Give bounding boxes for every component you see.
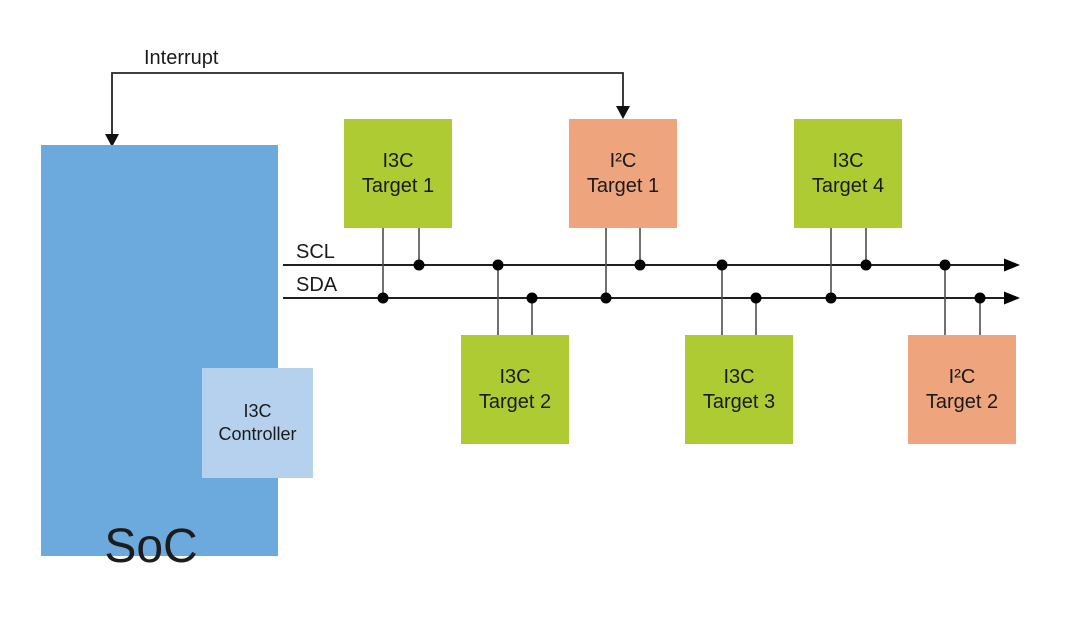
soc-box: SoC I3C Controller	[41, 145, 313, 572]
soc-label: SoC	[104, 520, 198, 573]
scl-junction-dot	[634, 259, 646, 271]
sda-junction-dot	[526, 292, 538, 304]
sda-arrowhead	[1004, 291, 1020, 305]
scl-label: SCL	[296, 241, 335, 263]
interrupt-label: Interrupt	[144, 47, 219, 69]
scl-junction-dot	[413, 259, 425, 271]
scl-junction-dot	[716, 259, 728, 271]
target-label-line1: I3C	[832, 149, 864, 172]
target-label-line1: I²C	[948, 365, 976, 388]
target-label-line1: I3C	[723, 365, 755, 388]
target-label-line1: I3C	[499, 365, 531, 388]
target-label-line2: Target 3	[702, 390, 776, 413]
i3c-target-3-box: I3C Target 3	[685, 335, 793, 444]
target-label-line2: Target 1	[586, 174, 660, 197]
scl-junction-dot	[492, 259, 504, 271]
i3c-target-4-box: I3C Target 4	[794, 119, 902, 228]
sda-label: SDA	[296, 274, 338, 296]
scl-junction-dot	[860, 259, 872, 271]
sda-junction-dot	[377, 292, 389, 304]
target-label-line2: Target 1	[361, 174, 435, 197]
i2c-target-2-box: I²C Target 2	[908, 335, 1016, 444]
target-label-line1: I3C	[382, 149, 414, 172]
target-label-line2: Target 2	[925, 390, 999, 413]
sda-junction-dot	[825, 292, 837, 304]
sda-junction-dot	[750, 292, 762, 304]
i2c-target-1-box: I²C Target 1	[569, 119, 677, 228]
i3c-controller-box: I3C Controller	[202, 368, 313, 478]
interrupt-line	[111, 72, 624, 136]
target-label-line1: I²C	[609, 149, 637, 172]
i3c-target-1-box: I3C Target 1	[344, 119, 452, 228]
i3c-target-2-box: I3C Target 2	[461, 335, 569, 444]
target-label-line2: Target 2	[478, 390, 552, 413]
scl-arrowhead	[1004, 258, 1020, 272]
target-label-line2: Target 4	[811, 174, 885, 197]
interrupt-arrowhead-i2c-target-1	[616, 106, 630, 119]
interrupt-arrowhead-soc	[105, 134, 119, 147]
sda-junction-dot	[600, 292, 612, 304]
scl-junction-dot	[939, 259, 951, 271]
i3c-controller-label-line2: Controller	[218, 424, 297, 444]
i3c-controller-label-line1: I3C	[243, 401, 272, 421]
sda-junction-dot	[974, 292, 986, 304]
